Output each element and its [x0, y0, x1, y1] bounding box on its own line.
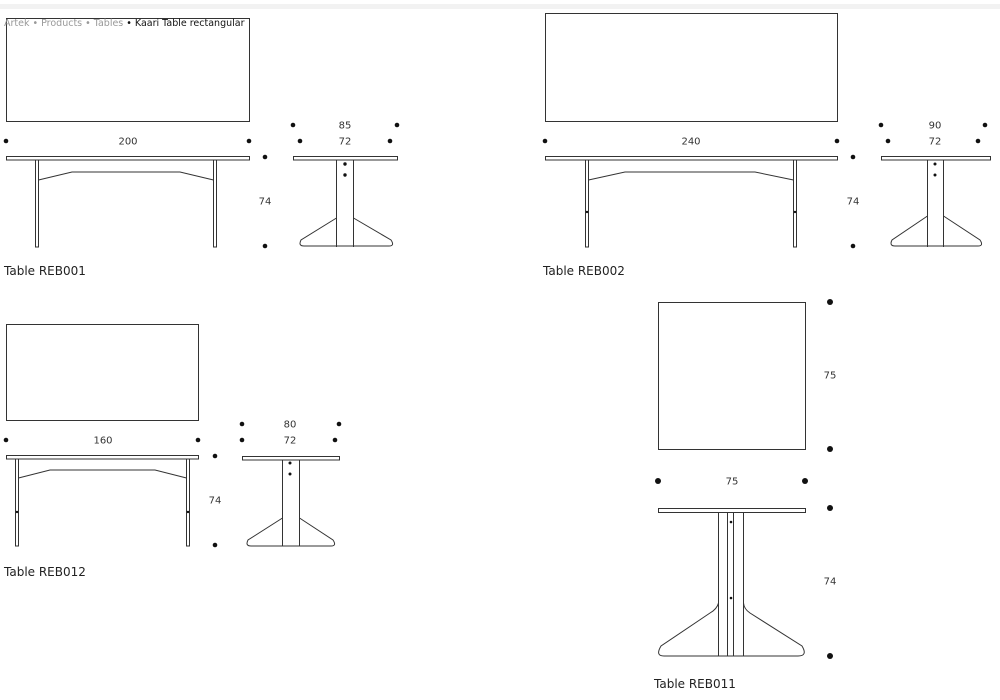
breadcrumb-separator: •	[32, 18, 39, 29]
reb012-height: 74	[208, 495, 222, 507]
reb011-tabletop-side	[658, 508, 806, 513]
reb012-base	[246, 517, 336, 547]
reb001-title: Table REB001	[4, 264, 86, 278]
reb011-title: Table REB011	[654, 677, 736, 691]
reb002-dim-dots	[542, 122, 988, 249]
reb011-base	[658, 602, 805, 657]
reb001-width-outer: 85	[338, 120, 352, 132]
breadcrumb-tables[interactable]: Tables	[93, 18, 124, 29]
reb012-top-view	[6, 324, 199, 421]
reb012-title: Table REB012	[4, 565, 86, 579]
breadcrumb-separator: •	[126, 18, 132, 29]
reb001-base	[299, 217, 394, 247]
reb012-width-inner: 72	[283, 435, 297, 447]
reb012-leg-left	[15, 458, 19, 547]
reb002-stretcher	[588, 171, 794, 181]
reb001-stretcher	[38, 171, 214, 181]
reb001-leg-right	[213, 159, 217, 248]
reb002-leg-left	[585, 159, 589, 248]
reb002-drawing	[542, 13, 991, 249]
reb001-height: 74	[258, 196, 272, 208]
breadcrumb: Artek•Products•Tables•Kaari Table rectan…	[4, 18, 244, 29]
reb002-tabletop-end	[881, 156, 991, 161]
breadcrumb-artek[interactable]: Artek	[4, 18, 30, 29]
reb002-width-inner: 72	[928, 136, 942, 148]
reb011-dim-dots	[655, 299, 833, 659]
reb011-height: 74	[823, 576, 837, 588]
reb001-leg-left	[35, 159, 39, 248]
breadcrumb-products[interactable]: Products	[41, 18, 83, 29]
reb012-dim-dots	[3, 421, 342, 548]
reb002-length: 240	[681, 136, 701, 148]
reb001-width-inner: 72	[338, 136, 352, 148]
breadcrumb-current: Kaari Table rectangular	[134, 18, 245, 29]
top-band	[0, 4, 1000, 9]
reb002-tabletop-side	[545, 156, 838, 161]
reb001-length: 200	[118, 136, 138, 148]
reb012-leg-right	[186, 458, 190, 547]
reb002-height: 74	[846, 196, 860, 208]
reb002-top-view	[545, 13, 838, 122]
reb001-tabletop-side	[6, 156, 250, 161]
reb012-tabletop-side	[6, 455, 199, 460]
reb001-top-view	[6, 18, 250, 122]
reb012-width-outer: 80	[283, 419, 297, 431]
reb012-stretcher	[18, 469, 187, 479]
reb011-length: 75	[725, 476, 739, 488]
reb001-tabletop-end	[293, 156, 398, 161]
reb002-base	[890, 215, 983, 247]
reb011-drawing	[655, 299, 833, 659]
breadcrumb-separator: •	[85, 18, 91, 29]
reb011-top-view	[658, 302, 806, 450]
reb001-drawing	[3, 18, 400, 249]
reb001-dim-dots	[3, 122, 400, 249]
reb012-drawing	[3, 324, 342, 548]
reb002-leg-right	[793, 159, 797, 248]
reb002-width-outer: 90	[928, 120, 942, 132]
reb011-depth: 75	[823, 370, 837, 382]
reb002-title: Table REB002	[543, 264, 625, 278]
reb012-tabletop-end	[242, 456, 340, 461]
reb012-length: 160	[93, 435, 113, 447]
